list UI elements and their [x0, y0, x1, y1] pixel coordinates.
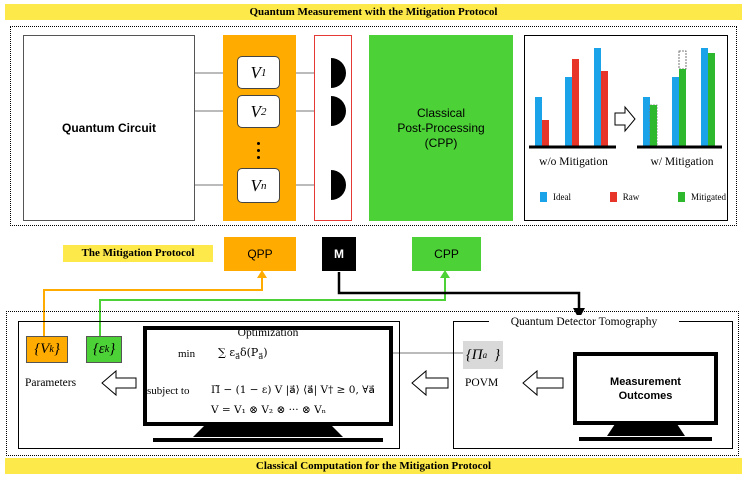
povm-label: POVM [465, 377, 499, 389]
m-box: M [322, 237, 356, 271]
legend-mitigated: Mitigated [678, 190, 726, 204]
bar-ideal-2 [565, 77, 572, 147]
chart-caption-right: w/ Mitigation [650, 156, 714, 168]
chart-caption-left: w/o Mitigation [539, 156, 608, 168]
cpp-small-box: CPP [412, 237, 481, 271]
top-banner: Quantum Measurement with the Mitigation … [5, 4, 742, 20]
qpp-link [43, 275, 263, 336]
qpp-box: QPP [224, 237, 296, 271]
quantum-circuit-box: Quantum Circuit [23, 35, 195, 221]
m-link [337, 272, 581, 313]
bar-ideal-1b [643, 97, 650, 147]
bar-mitigated-3b [708, 53, 715, 147]
cpp-line-3: (CPP) [424, 135, 458, 150]
parameters-label: Parameters [25, 377, 77, 389]
bar-ideal-2b [672, 77, 679, 147]
bar-ideal-3 [594, 48, 601, 147]
cpp-link [99, 275, 446, 336]
cpp-line-1: Classical [416, 105, 465, 120]
quantum-circuit-label: Quantum Circuit [61, 121, 156, 135]
subject-to-label: subject to [147, 385, 190, 397]
legend-raw: Raw [609, 190, 639, 204]
computation-frame [6, 311, 739, 456]
measurement-frame [10, 26, 737, 226]
outcomes-monitor: Measurement Outcomes [573, 352, 718, 425]
improvement-arrow-icon [614, 105, 636, 133]
detector-n-icon [331, 170, 346, 200]
bar-ideal-1 [535, 97, 542, 147]
bottom-banner: Classical Computation for the Mitigation… [5, 458, 742, 474]
bar-raw-1 [542, 120, 549, 147]
constraint-1: Π̃ − (1 − ε) V |a⃗⟩ ⟨a⃗| V† ≥ 0, ∀a⃗ [211, 384, 375, 396]
protocol-label: The Mitigation Protocol [63, 245, 213, 262]
optimization-monitor-stand [153, 425, 383, 442]
min-expression: ∑ εa⃗δ(Pa⃗) [218, 346, 268, 362]
outcomes-line-1: Measurement [610, 375, 681, 388]
tomography-title: Quantum Detector Tomography [489, 315, 679, 329]
bar-raw-2 [572, 59, 579, 147]
optimization-monitor [143, 326, 393, 426]
optimization-title: Optimization [237, 327, 299, 339]
optimization-panel [18, 321, 400, 449]
legend-ideal: Ideal [540, 190, 571, 204]
outcomes-arrow-icon [522, 369, 564, 397]
bar-mitigated-1b [650, 105, 657, 147]
outcomes-line-2: Outcomes [618, 389, 673, 402]
detector-icons [331, 58, 346, 200]
bar-ideal-3b [701, 48, 708, 147]
outcomes-monitor-stand [579, 424, 712, 441]
bar-raw-2b [678, 50, 687, 70]
cpp-line-2: Post-Processing [397, 120, 485, 135]
detector-1-icon [331, 58, 346, 88]
chart-legend: Ideal Raw Mitigated [540, 190, 726, 204]
vertical-ellipsis [237, 133, 280, 167]
constraint-2: V = V₁ ⊗ V₂ ⊗ ··· ⊗ Vₙ [211, 404, 327, 416]
bar-raw-3 [601, 71, 608, 147]
detector-2-icon [331, 96, 346, 126]
bar-mitigated-2b [679, 69, 686, 147]
params-arrow-icon [101, 369, 137, 397]
cpp-box: Classical Post-Processing (CPP) [369, 35, 513, 221]
result-chart-bars [529, 48, 722, 149]
povm-arrow-icon [411, 369, 449, 397]
min-label: min [178, 348, 196, 360]
